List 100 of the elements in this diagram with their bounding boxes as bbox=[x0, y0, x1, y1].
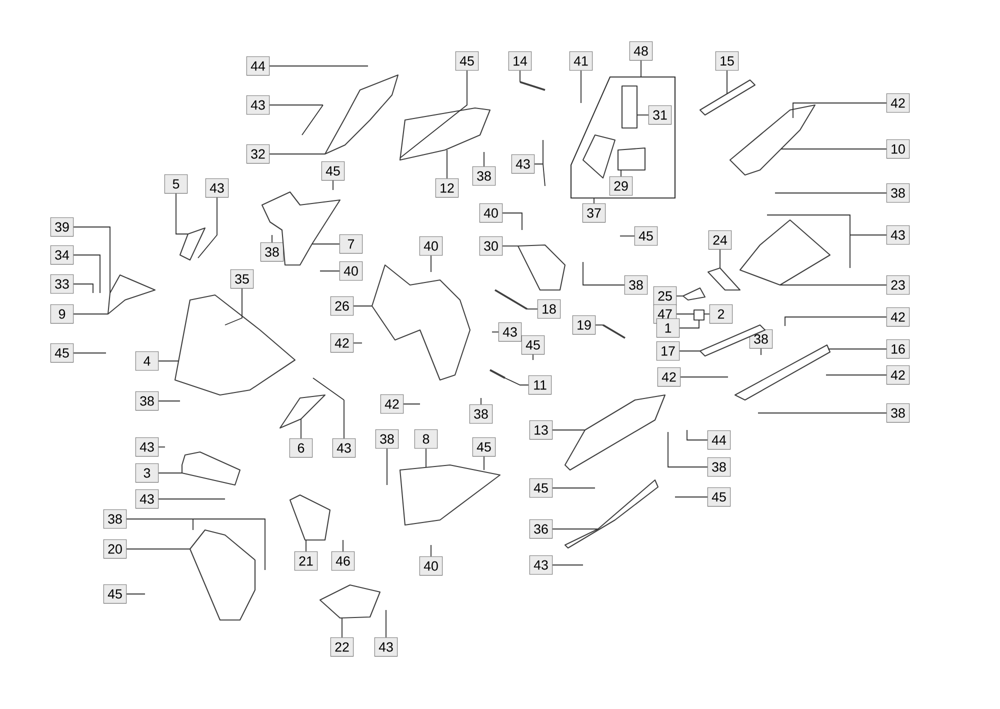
body-panel bbox=[517, 244, 566, 291]
leader-line bbox=[446, 150, 448, 179]
leader-line bbox=[300, 418, 302, 439]
body-panel bbox=[729, 104, 816, 176]
callout-number: 14 bbox=[508, 51, 532, 71]
leader-line bbox=[158, 446, 166, 448]
callout-number: 9 bbox=[50, 304, 74, 324]
leader-line bbox=[126, 518, 266, 570]
callout-number: 24 bbox=[708, 230, 732, 250]
leader-line bbox=[158, 498, 226, 500]
callout-number: 40 bbox=[419, 236, 443, 256]
callout-number: 45 bbox=[634, 226, 658, 246]
callout-number: 35 bbox=[230, 269, 254, 289]
leader-line bbox=[480, 398, 482, 405]
rod bbox=[494, 289, 528, 310]
callout-number: 20 bbox=[103, 539, 127, 559]
leader-line bbox=[758, 412, 887, 414]
callout-number: 38 bbox=[103, 509, 127, 529]
body-panel bbox=[699, 79, 756, 116]
body-panel bbox=[707, 267, 741, 291]
rod bbox=[520, 81, 546, 91]
callout-number: 22 bbox=[330, 637, 354, 657]
leader-line bbox=[198, 197, 218, 258]
callout-number: 42 bbox=[886, 307, 910, 327]
leader-line bbox=[73, 226, 110, 294]
body-panel bbox=[699, 324, 766, 357]
callout-number: 11 bbox=[528, 375, 552, 395]
leader-line bbox=[342, 540, 344, 552]
rod bbox=[490, 369, 506, 379]
leader-line bbox=[386, 448, 388, 486]
callout-number: 21 bbox=[294, 551, 318, 571]
body-panel bbox=[107, 274, 156, 315]
callout-number: 45 bbox=[103, 584, 127, 604]
leader-line bbox=[320, 270, 340, 272]
leader-line bbox=[224, 288, 242, 326]
callout-number: 43 bbox=[205, 178, 229, 198]
callout-number: 1 bbox=[656, 318, 680, 338]
callout-number: 38 bbox=[375, 429, 399, 449]
callout-number: 16 bbox=[886, 339, 910, 359]
callout-number: 26 bbox=[330, 296, 354, 316]
callout-number: 43 bbox=[246, 95, 270, 115]
body-panel bbox=[189, 529, 256, 621]
callout-number: 43 bbox=[886, 225, 910, 245]
leader-line bbox=[430, 255, 432, 272]
leader-line bbox=[400, 70, 468, 158]
body-panel bbox=[319, 584, 381, 619]
callout-number: 29 bbox=[609, 176, 633, 196]
callout-number: 6 bbox=[289, 438, 313, 458]
leader-line bbox=[640, 60, 642, 78]
callout-number: 42 bbox=[886, 365, 910, 385]
leader-line bbox=[828, 348, 887, 350]
body-panel bbox=[324, 74, 399, 155]
callout-number: 38 bbox=[886, 183, 910, 203]
callout-number: 45 bbox=[707, 487, 731, 507]
callout-number: 45 bbox=[50, 343, 74, 363]
leader-line bbox=[668, 432, 708, 468]
callout-number: 25 bbox=[653, 286, 677, 306]
leader-line bbox=[582, 262, 625, 286]
leader-line bbox=[784, 316, 887, 326]
callout-number: 42 bbox=[657, 367, 681, 387]
leader-line bbox=[526, 308, 538, 310]
callout-number: 2 bbox=[709, 304, 733, 324]
callout-number: 38 bbox=[886, 403, 910, 423]
callout-number: 38 bbox=[135, 391, 159, 411]
body-panel bbox=[693, 309, 705, 321]
callout-number: 45 bbox=[529, 478, 553, 498]
callout-number: 18 bbox=[537, 299, 561, 319]
leader-line bbox=[73, 284, 94, 294]
leader-line bbox=[158, 360, 180, 362]
leader-line bbox=[73, 254, 100, 294]
callout-number: 42 bbox=[886, 93, 910, 113]
callout-number: 43 bbox=[498, 322, 522, 342]
callout-number: 30 bbox=[479, 236, 503, 256]
leader-line bbox=[679, 320, 700, 328]
rod bbox=[602, 324, 626, 339]
callout-number: 43 bbox=[135, 437, 159, 457]
leader-line bbox=[534, 140, 546, 186]
callout-number: 38 bbox=[624, 275, 648, 295]
leader-line bbox=[580, 70, 582, 104]
callout-number: 41 bbox=[569, 51, 593, 71]
body-panel bbox=[739, 219, 831, 286]
callout-number: 40 bbox=[479, 203, 503, 223]
leader-line bbox=[679, 350, 700, 352]
body-panel bbox=[261, 191, 341, 266]
callout-number: 46 bbox=[331, 551, 355, 571]
callout-number: 43 bbox=[511, 154, 535, 174]
body-panel bbox=[174, 294, 296, 396]
callout-number: 38 bbox=[707, 457, 731, 477]
leader-line bbox=[826, 374, 887, 376]
callout-number: 13 bbox=[529, 420, 553, 440]
callout-number: 37 bbox=[582, 203, 606, 223]
leader-line bbox=[126, 548, 190, 550]
leader-line bbox=[269, 104, 324, 136]
leader-line bbox=[353, 342, 362, 344]
leader-line bbox=[726, 70, 728, 94]
leader-line bbox=[73, 352, 106, 354]
callout-number: 43 bbox=[374, 637, 398, 657]
body-panel bbox=[181, 451, 241, 486]
callout-number: 19 bbox=[572, 315, 596, 335]
callout-number: 44 bbox=[246, 56, 270, 76]
